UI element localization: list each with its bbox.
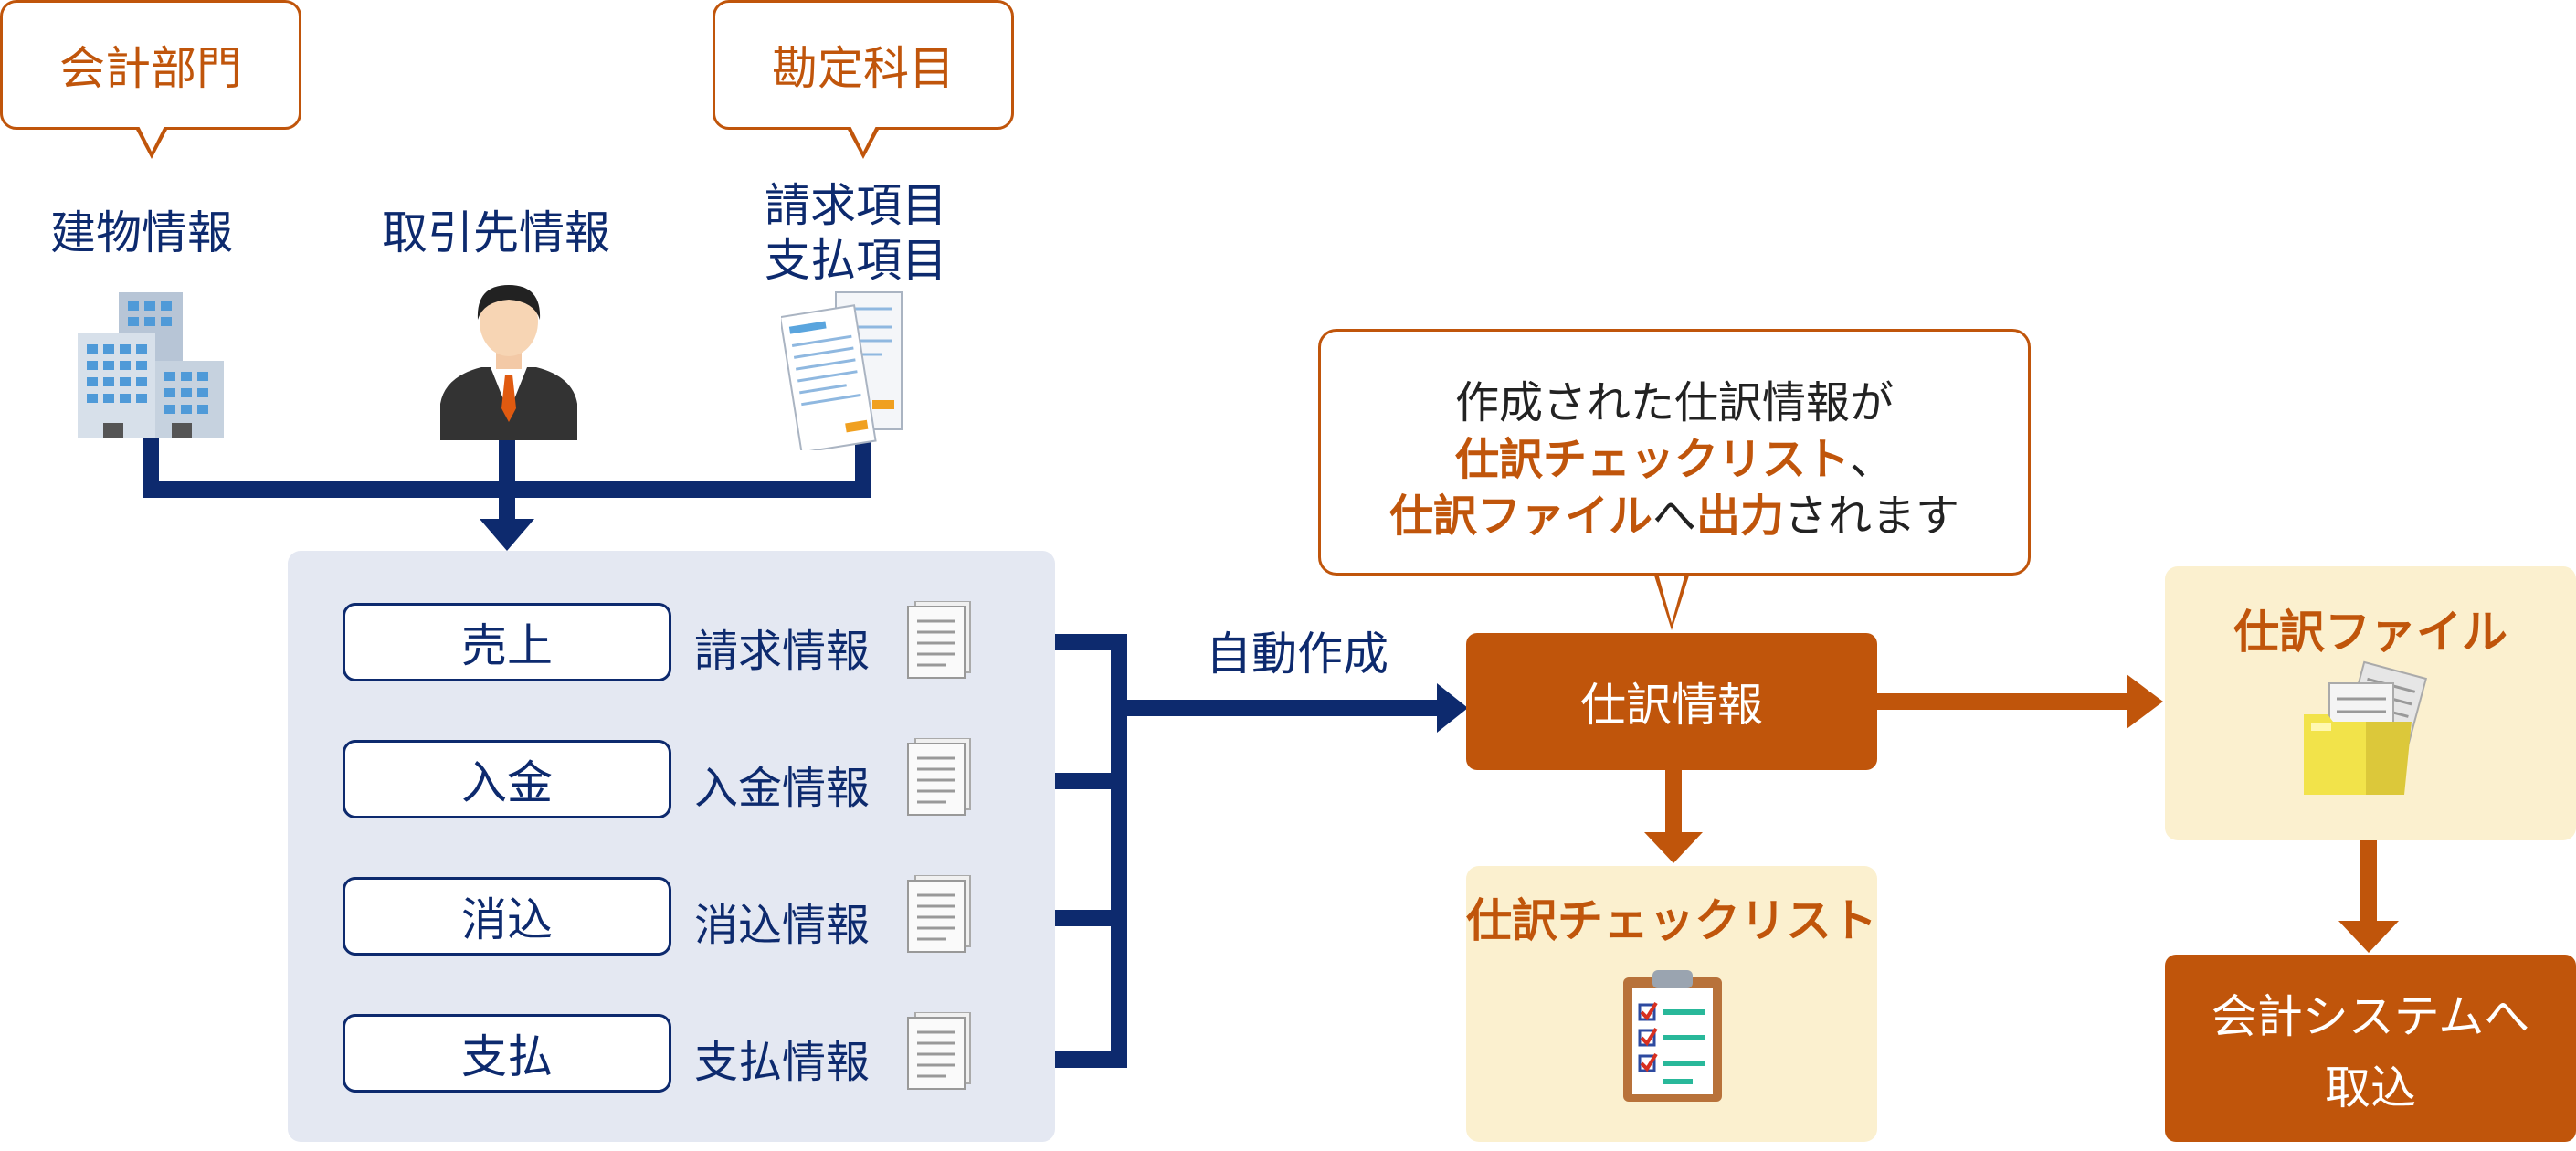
callout-line1: 作成された仕訳情報が <box>1454 377 1894 428</box>
checklist-clipboard-icon <box>1623 970 1722 1102</box>
arrow-to-checklist <box>1644 832 1703 863</box>
reconcile-info-label: 消込情報 <box>694 900 871 951</box>
invoice-documents-icon <box>781 291 903 450</box>
items-line2: 支払項目 <box>765 234 947 287</box>
journal-info-box[interactable]: 仕訳情報 <box>1466 633 1877 770</box>
department-bubble: 会計部門 <box>0 0 301 130</box>
journal-file-card[interactable]: 仕訳ファイル <box>2165 566 2576 840</box>
business-person-icon <box>440 285 577 440</box>
arrow-to-journal <box>1437 683 1468 733</box>
category-reconcile[interactable]: 消込 <box>343 877 671 956</box>
department-bubble-tail <box>135 126 168 159</box>
category-receipt[interactable]: 入金 <box>343 740 671 818</box>
billing-info-label: 請求情報 <box>694 626 871 677</box>
callout-line2: 仕訳チェックリスト、 <box>1454 434 1895 485</box>
receipt-info-label: 入金情報 <box>694 763 871 814</box>
arrow-to-file <box>2127 674 2163 729</box>
document-icon <box>907 875 971 953</box>
arrow-to-import <box>2338 921 2399 953</box>
checklist-title: 仕訳チェックリスト <box>1466 894 1877 947</box>
import-line1: 会計システムへ <box>2211 989 2530 1043</box>
down-arrow-to-panel <box>480 519 534 551</box>
category-sales[interactable]: 売上 <box>343 603 671 681</box>
account-bubble: 勘定科目 <box>713 0 1014 130</box>
building-icon <box>78 292 224 438</box>
checklist-card[interactable]: 仕訳チェックリスト <box>1466 866 1877 1142</box>
auto-create-label: 自動作成 <box>1206 628 1388 681</box>
output-callout: 作成された仕訳情報が 仕訳チェックリスト、 仕訳ファイルへ出力されます <box>1318 329 2031 576</box>
account-bubble-tail <box>847 126 880 159</box>
payment-info-label: 支払情報 <box>694 1037 871 1088</box>
client-info-label: 取引先情報 <box>382 206 610 259</box>
document-icon <box>907 1012 971 1090</box>
import-accounting-box[interactable]: 会計システムへ 取込 <box>2165 955 2576 1142</box>
department-label: 会計部門 <box>59 42 242 95</box>
building-info-label: 建物情報 <box>50 206 233 259</box>
category-payment[interactable]: 支払 <box>343 1014 671 1093</box>
folder-files-icon <box>2304 660 2428 795</box>
document-icon <box>907 738 971 816</box>
callout-line3: 仕訳ファイルへ出力されます <box>1388 491 1960 542</box>
account-label: 勘定科目 <box>772 42 955 95</box>
import-line2: 取込 <box>2325 1061 2416 1114</box>
items-line1: 請求項目 <box>765 179 947 232</box>
journal-file-title: 仕訳ファイル <box>2233 606 2507 659</box>
document-icon <box>907 601 971 679</box>
